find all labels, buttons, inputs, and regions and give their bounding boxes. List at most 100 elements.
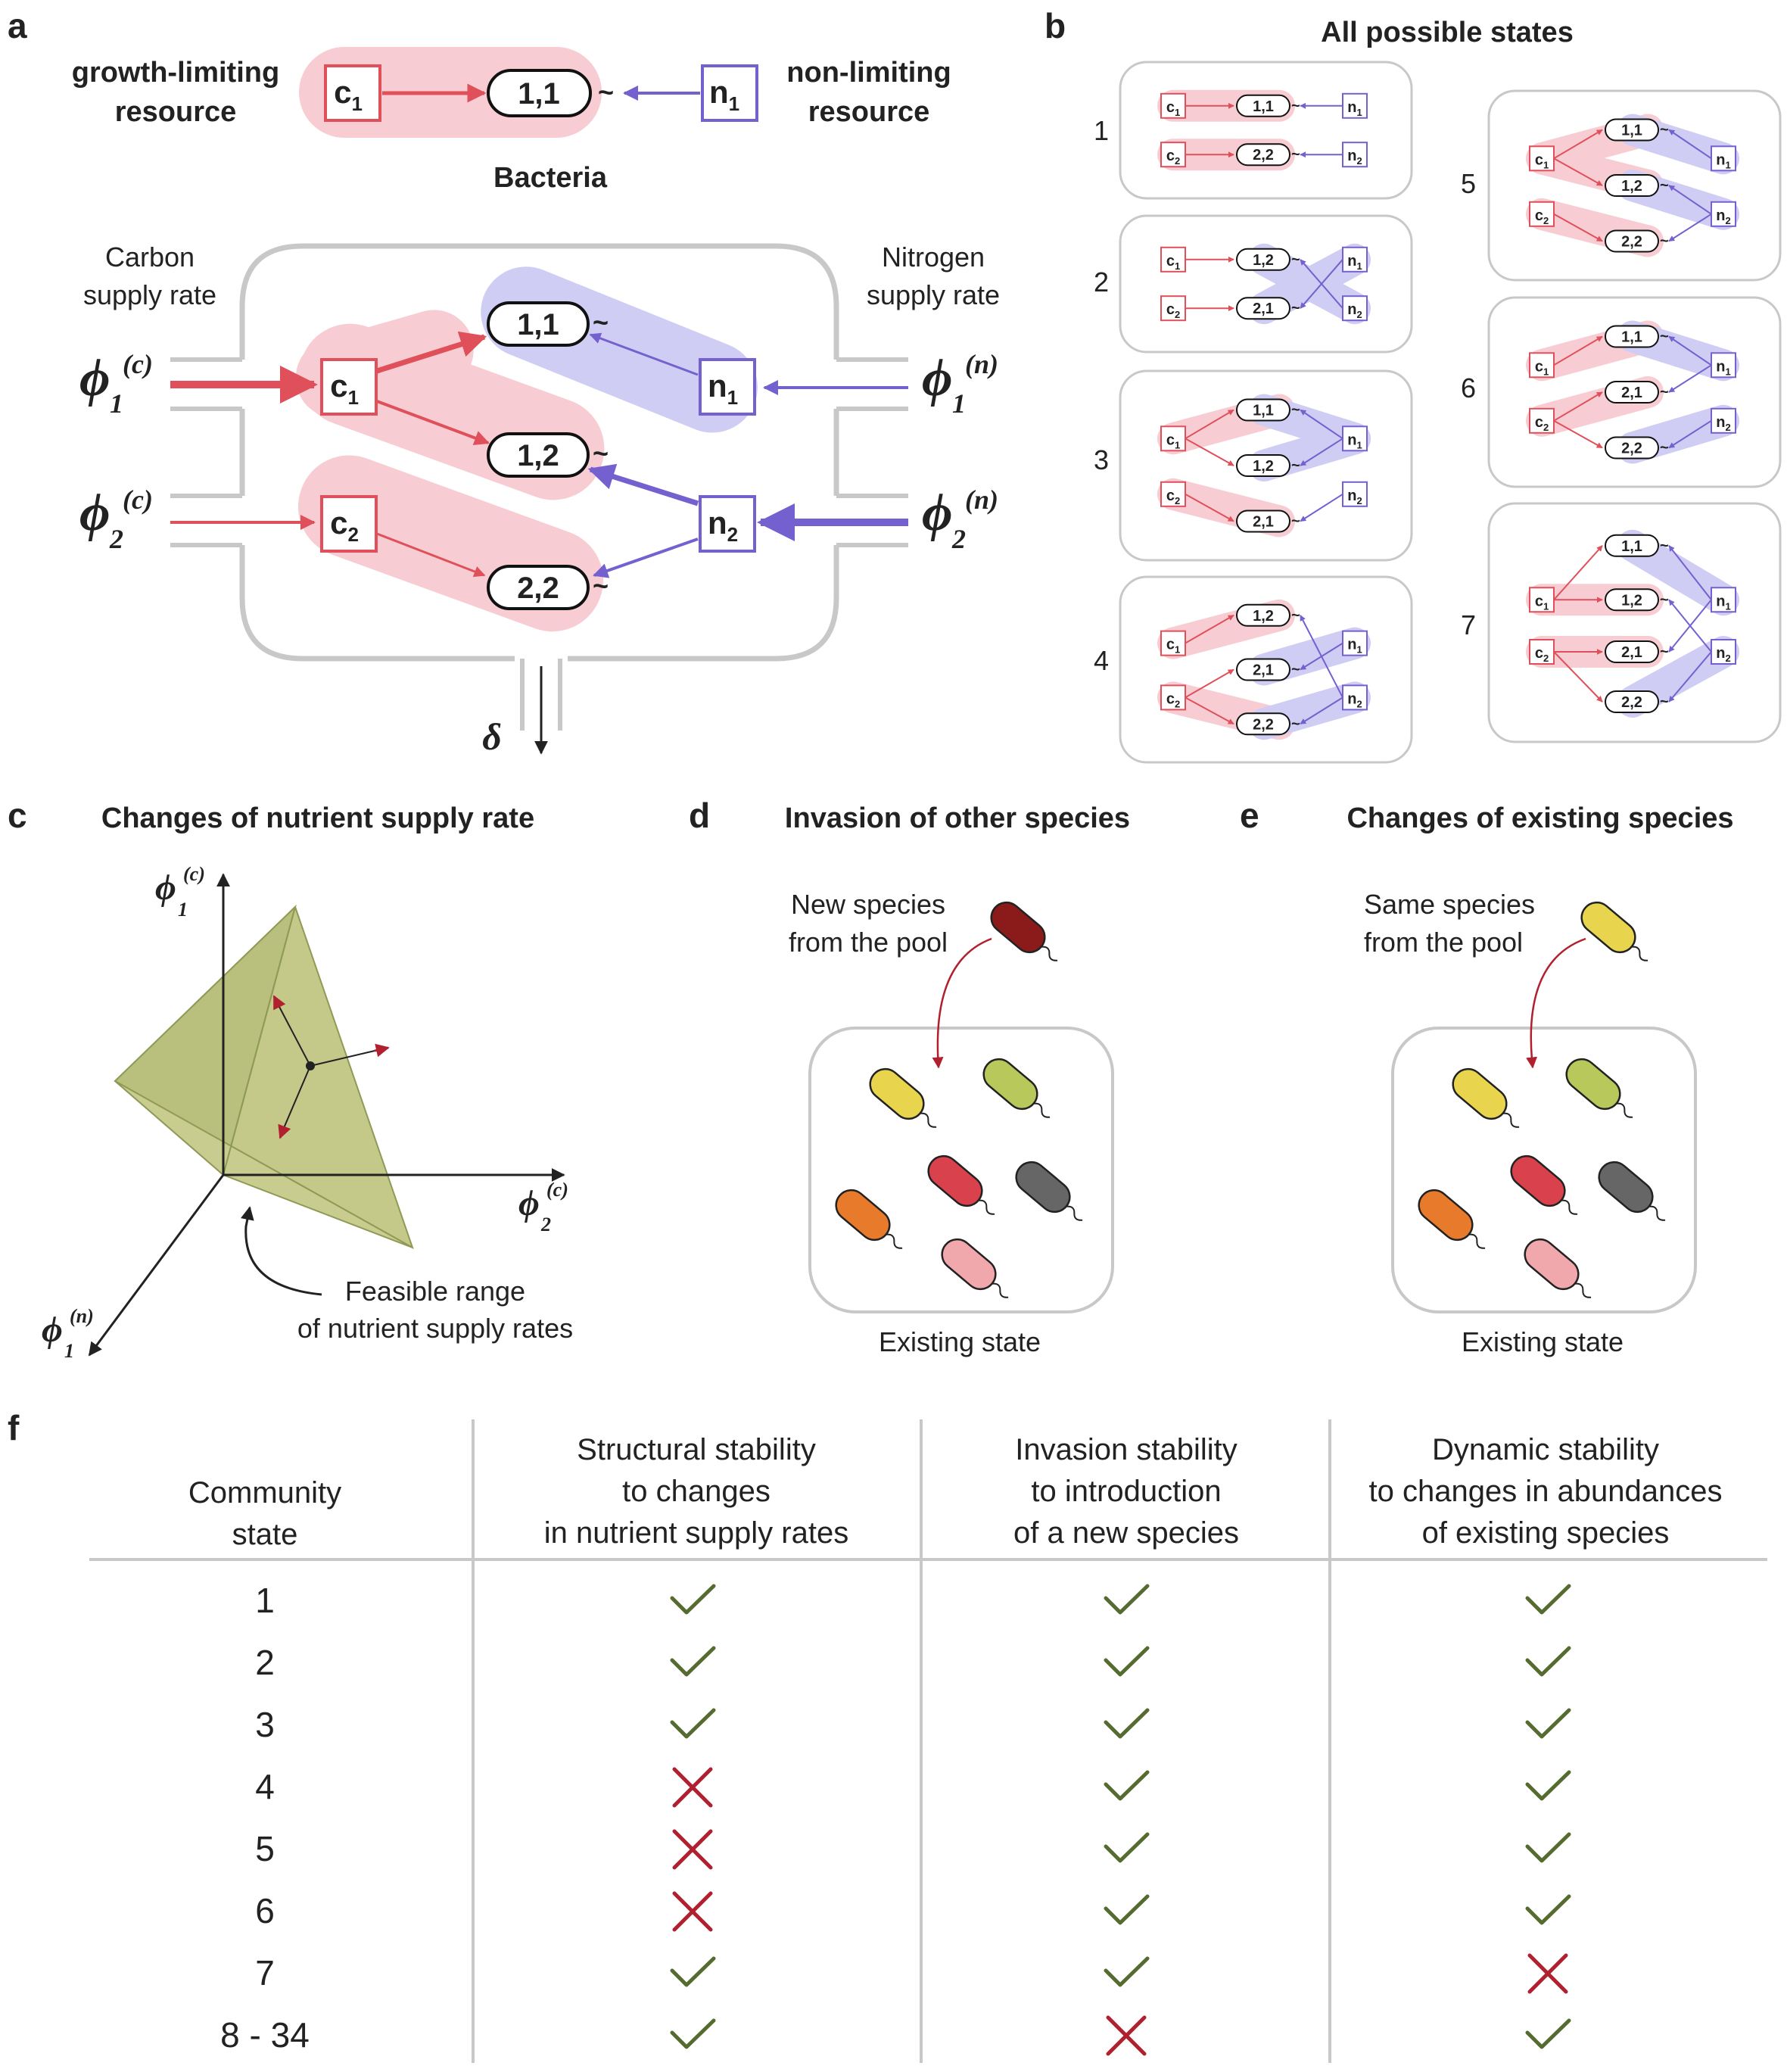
state-species [1236,94,1290,117]
nitrogen-link [1668,364,1712,393]
panel-e-letter: e [1240,796,1259,835]
species-22 [487,565,590,610]
state-species [1236,658,1290,681]
n2-to-22-arrow [593,537,699,578]
state-c-box [1529,639,1555,665]
e-invader-bacterium [1580,901,1648,961]
nitrogen-link [1300,493,1343,522]
state-n-box [1342,630,1368,656]
feasible-label-line1: Feasible range [345,1276,525,1307]
check-icon [1104,1770,1150,1801]
nitrogen-link [1668,545,1712,600]
nitrogen-link [1668,419,1712,449]
cross-icon [672,1767,713,1808]
state-n-label: n2 [1716,645,1730,664]
state-c-label: c2 [1166,488,1180,506]
carbon-link [1185,614,1234,644]
state-n-label: n2 [1347,488,1362,506]
state-c-box [1529,587,1555,613]
state-species-label: 2,1 [1253,514,1274,531]
axis-label-c1: ϕ [155,868,176,908]
tail-icon: ~ [593,570,609,601]
tail-icon: ~ [1660,233,1669,250]
species-22-label: 2,2 [517,572,559,605]
carbon-link [1553,129,1603,160]
state-species [1236,398,1290,422]
nitrogen-link [1300,409,1343,440]
state-n-label: n2 [1347,301,1362,320]
state-c-label: c2 [1535,207,1549,226]
tetra-face-bottom [114,1080,413,1248]
phi-n1-sup: (n) [965,349,998,379]
d-bacterium [927,1154,995,1215]
state-species [1236,603,1290,627]
table-header-line: state [232,1518,298,1551]
state-number: 5 [1461,168,1476,199]
flagellum [992,1282,1009,1298]
axis-phi-n1 [88,1174,225,1357]
d-bacterium [869,1067,937,1128]
bacterium-body [1015,1161,1071,1214]
phi-c2-sup: (c) [123,485,153,515]
state-c-label: c1 [1166,99,1180,118]
species-11-label: 1,1 [517,308,559,341]
tail-icon: ~ [1291,402,1300,419]
state-species-label: 1,1 [1621,538,1642,555]
nitrogen-link [1668,213,1712,242]
state-n-label: n2 [1347,148,1362,167]
n2-label: n2 [708,505,738,546]
growth-label-line2: resource [115,96,237,128]
panel-c: c Changes of nutrient supply rate ϕ (c) … [8,796,573,1362]
check-icon [1104,1832,1150,1863]
growth-label-line1: growth-limiting [72,57,279,89]
state-species-label: 1,2 [1621,592,1642,609]
state-number: 6 [1461,372,1476,403]
tail-icon: ~ [1660,693,1669,710]
tail-icon: ~ [593,438,609,469]
state-species-label: 2,2 [1621,694,1642,711]
axis-label-c1-sup: (c) [183,863,205,885]
n2-to-12-arrow [587,463,699,506]
state-species [1605,174,1659,197]
c1-box [320,358,378,416]
tail-icon: ~ [1660,643,1669,660]
c1-label: c1 [330,368,359,409]
d-bacteria-group [835,901,1083,1298]
table-row: 7 [255,1953,1568,1994]
state-c-box [1529,352,1555,379]
state-n-box [1342,684,1368,711]
table-header-line: of existing species [1422,1516,1670,1550]
bacterium-body [1452,1067,1508,1120]
check-icon [1104,1708,1150,1739]
state-species-label: 1,1 [1621,123,1642,139]
state-species-label: 2,2 [1621,234,1642,251]
state-c-label: c1 [1535,358,1549,377]
state-c-label: c1 [1166,253,1180,272]
phi-c2-sub: 2 [109,524,123,554]
carbon-inlets [170,357,242,547]
carbon-link [1185,438,1234,466]
carbon-link [1553,545,1603,600]
state-c-label: c1 [1166,637,1180,656]
table-header-line: to changes in abundances [1368,1475,1722,1508]
nitrogen-link [1668,651,1712,703]
flagellum [1041,946,1058,961]
top-n1-label: n1 [709,74,739,115]
tail-icon: ~ [1660,537,1669,554]
state-diagrams: 1c1c2n1n21,1~2,2~2c1c2n1n21,2~2,1~3c1c2n… [1094,61,1782,764]
c1-to-12-arrow [376,400,490,446]
flagellum [1616,1102,1633,1118]
state-species [1605,118,1659,142]
bacterium-body [982,1058,1038,1111]
dir-line-1 [278,1005,311,1067]
state-c-label: c1 [1535,593,1549,612]
state-box [1119,214,1413,354]
check-icon [1104,1894,1150,1925]
check-icon [1104,1646,1150,1677]
e-existing-label: Existing state [1462,1326,1624,1357]
cross-icon [1527,1953,1568,1994]
table-header-line: Invasion stability [1015,1433,1237,1466]
panel-c-letter: c [8,796,27,835]
